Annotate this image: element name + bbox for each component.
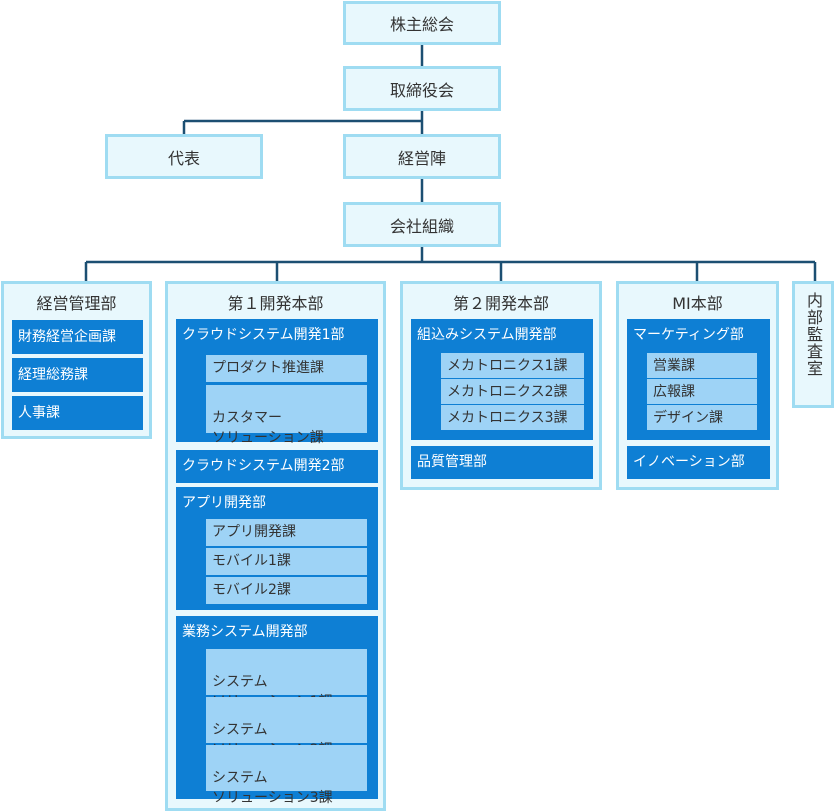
cloud2-dept-title: クラウドシステム開発2部 [182, 458, 345, 474]
quality-dept-title: 品質管理部 [417, 454, 487, 470]
mgmt-division-title: 経営管理部 [36, 294, 117, 313]
organization-box: 会社組織 [343, 202, 501, 247]
representative-label: 代表 [167, 148, 200, 168]
marketing-section-1: 営業課 [647, 353, 757, 378]
shareholders-box: 株主総会 [343, 1, 501, 45]
mgmt-section-3: 人事課 [12, 396, 143, 430]
mi-division: MI本部 マーケティング部 営業課 広報課 デザイン課 イノベーション部 [616, 281, 779, 490]
dev-division-1: 第１開発本部 クラウドシステム開発1部 プロダクト推進課 カスタマー ソリューシ… [165, 281, 386, 811]
app-section-1: アプリ開発課 [206, 519, 367, 546]
embedded-section-3: メカトロニクス3課 [441, 405, 584, 430]
dev-division-2: 第２開発本部 組込みシステム開発部 メカトロニクス1課 メカトロニクス2課 メカ… [400, 281, 602, 490]
organization-label: 会社組織 [389, 216, 454, 236]
board-label: 取締役会 [389, 80, 454, 100]
cloud1-dept: クラウドシステム開発1部 プロダクト推進課 カスタマー ソリューション課 [176, 319, 378, 446]
management-box: 経営陣 [343, 134, 501, 179]
marketing-dept-title: マーケティング部 [633, 327, 744, 343]
biz-dept-title: 業務システム開発部 [182, 624, 308, 640]
mgmt-division: 経営管理部 財務経営企画課 経理総務課 人事課 [1, 281, 152, 439]
app-dept: アプリ開発部 アプリ開発課 モバイル1課 モバイル2課 [176, 487, 378, 610]
embedded-section-1: メカトロニクス1課 [441, 353, 584, 378]
marketing-section-3: デザイン課 [647, 405, 757, 430]
marketing-dept: マーケティング部 営業課 広報課 デザイン課 [627, 319, 770, 440]
embedded-section-2: メカトロニクス2課 [441, 379, 584, 404]
mgmt-section-1: 財務経営企画課 [12, 320, 143, 354]
quality-dept: 品質管理部 [411, 446, 593, 479]
innovation-dept: イノベーション部 [627, 446, 770, 479]
app-section-2: モバイル1課 [206, 548, 367, 575]
marketing-section-2: 広報課 [647, 379, 757, 404]
mgmt-section-2: 経理総務課 [12, 358, 143, 392]
cloud1-section-1: プロダクト推進課 [206, 355, 367, 382]
biz-dept: 業務システム開発部 システム ソリューション1課 システム ソリューション2課 … [176, 616, 378, 806]
innovation-dept-title: イノベーション部 [633, 454, 745, 470]
audit-office: 内部監査室 [792, 281, 834, 408]
cloud1-dept-title: クラウドシステム開発1部 [182, 327, 345, 343]
app-section-3: モバイル2課 [206, 577, 367, 604]
biz-section-3: システム ソリューション3課 [206, 745, 367, 806]
shareholders-label: 株主総会 [389, 15, 454, 34]
embedded-dept-title: 組込みシステム開発部 [417, 327, 557, 343]
mi-division-title: MI本部 [672, 294, 723, 313]
cloud1-section-2: カスタマー ソリューション課 [206, 385, 367, 446]
biz-section-2: システム ソリューション2課 [206, 697, 367, 758]
management-label: 経営陣 [397, 148, 446, 168]
dev-division-2-title: 第２開発本部 [452, 294, 549, 313]
representative-box: 代表 [105, 134, 263, 179]
biz-section-1: システム ソリューション1課 [206, 649, 367, 710]
dev-division-1-title: 第１開発本部 [227, 294, 324, 313]
app-dept-title: アプリ開発部 [182, 495, 266, 511]
board-box: 取締役会 [343, 66, 501, 111]
embedded-dept: 組込みシステム開発部 メカトロニクス1課 メカトロニクス2課 メカトロニクス3課 [411, 319, 593, 440]
cloud2-dept: クラウドシステム開発2部 [176, 450, 378, 483]
audit-office-label: 内部監査室 [804, 292, 823, 377]
